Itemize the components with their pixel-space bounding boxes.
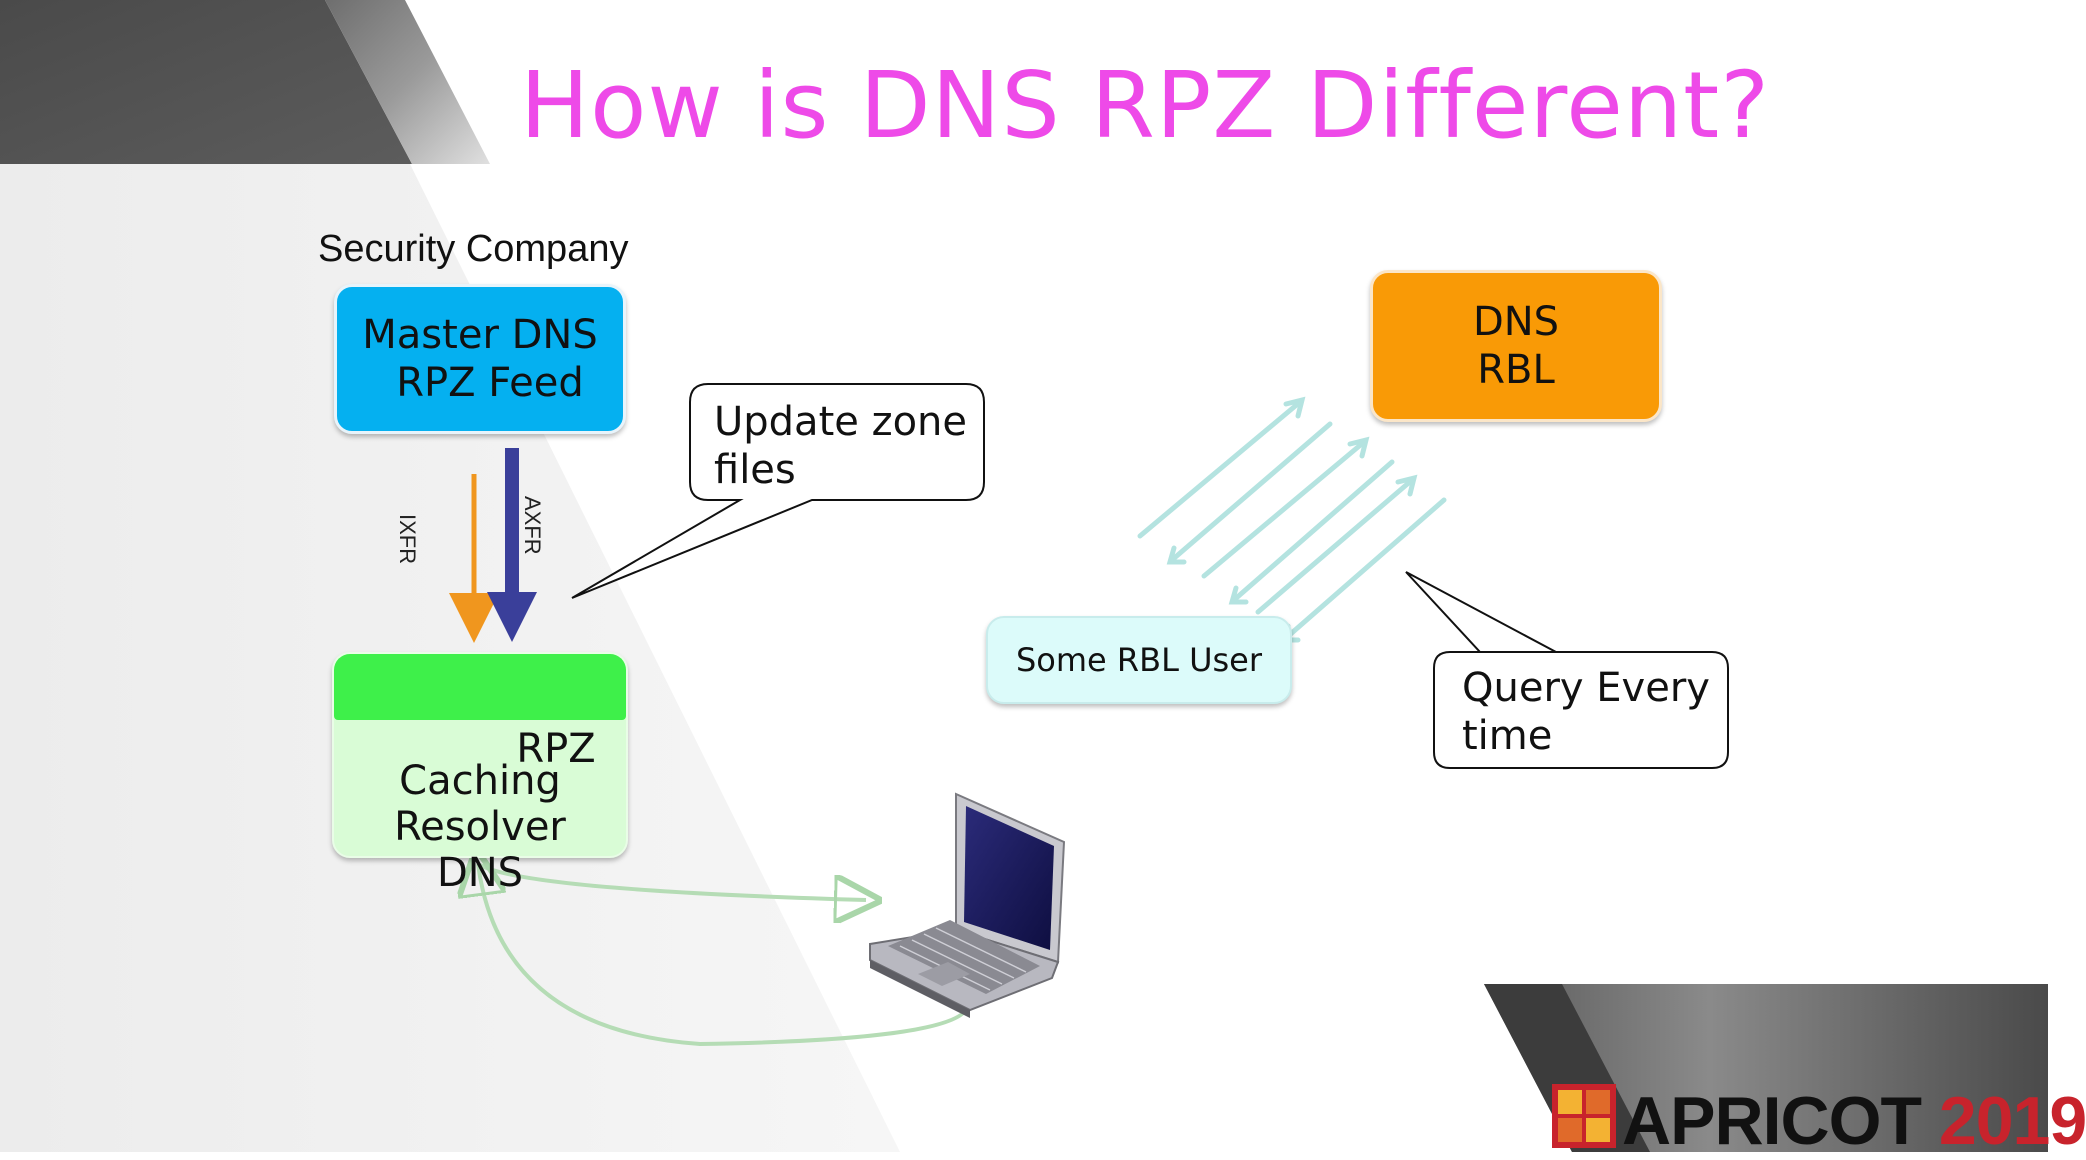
rpz-caching-resolver-box: RPZ Caching Resolver DNS — [332, 652, 628, 896]
resolver-header-label: RPZ — [516, 726, 596, 772]
master-box-line1: Master DNS — [362, 312, 598, 358]
axfr-arrow-shaft — [505, 448, 519, 598]
query-callout-line1: Query Every — [1462, 665, 1710, 711]
resolver-line2: Resolver — [394, 804, 566, 850]
top-left-banner — [0, 0, 412, 164]
query-arrows — [1137, 396, 1447, 643]
query-callout-bubble — [1405, 571, 1729, 769]
update-callout-line2: files — [714, 447, 796, 493]
apricot-logo: APRICOT 2019 — [1548, 1080, 2086, 1159]
rbl-box-line1: DNS — [1472, 299, 1560, 345]
rbl-box-line2: RBL — [1477, 347, 1555, 393]
query-callout-text: Query Every time — [1462, 664, 1710, 760]
top-left-smoke — [325, 0, 490, 164]
dns-rbl-box: DNS RBL — [1370, 270, 1662, 422]
slide-background — [0, 0, 2048, 1152]
logo-text: APRICOT 2019 — [1622, 1082, 2086, 1160]
axfr-arrow-head — [487, 592, 537, 642]
apricot-emblem-icon — [1552, 1084, 1616, 1148]
update-callout-text: Update zone files — [714, 398, 967, 494]
laptop-icon — [869, 792, 1066, 1018]
logo-name: APRICOT — [1622, 1083, 1922, 1159]
logo-year: 2019 — [1938, 1083, 2086, 1159]
master-dns-rpz-feed-box: Master DNS RPZ Feed — [334, 284, 626, 434]
security-company-label: Security Company — [318, 228, 629, 270]
resolver-header-bar — [334, 654, 626, 720]
master-box-line2: RPZ Feed — [396, 360, 584, 406]
rbl-user-box: Some RBL User — [986, 616, 1292, 704]
axfr-label: AXFR — [520, 496, 545, 555]
update-callout-line1: Update zone — [714, 399, 968, 445]
ixfr-label: IXFR — [395, 514, 420, 565]
page-title: How is DNS RPZ Different? — [520, 52, 1771, 159]
update-callout-bubble — [571, 383, 985, 599]
laptop-link-back — [478, 864, 970, 1047]
rbl-user-label: Some RBL User — [1015, 641, 1263, 679]
resolver-line3: DNS — [436, 850, 524, 896]
resolver-line1: Caching — [399, 758, 561, 804]
query-callout-line2: time — [1462, 713, 1553, 759]
